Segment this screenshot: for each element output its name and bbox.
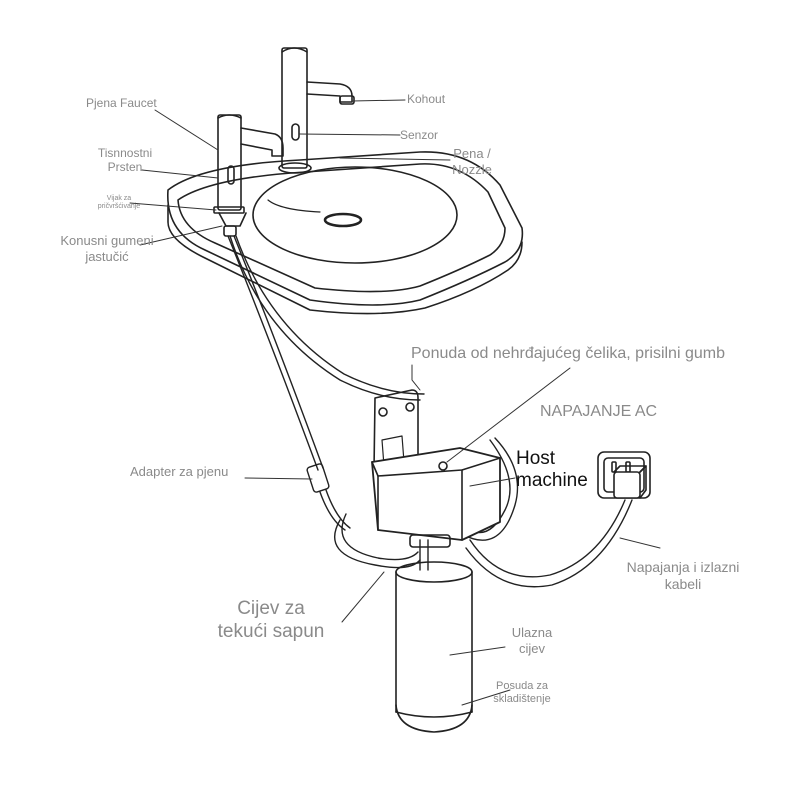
label-steel-button: Ponuda od nehrđajućeg čelika, prisilni g… bbox=[411, 344, 725, 363]
label-power-cables-line1: Napajanja i izlazni bbox=[610, 559, 756, 576]
label-power-cables: Napajanja i izlazni kabeli bbox=[610, 559, 756, 593]
label-sealing-ring-line2: Prsten bbox=[80, 160, 170, 174]
storage-container bbox=[396, 562, 472, 732]
label-soap-tube-line2: tekući sapun bbox=[205, 621, 337, 644]
label-nozzle-line1: Pena / bbox=[444, 146, 500, 162]
label-soap-tube-line1: Cijev za bbox=[205, 598, 337, 621]
label-screw-line1: Vijak za bbox=[80, 195, 158, 203]
label-storage-container: Posuda za skladištenje bbox=[486, 680, 558, 706]
sensor-faucet bbox=[279, 48, 354, 173]
label-foam-faucet: Pjena Faucet bbox=[86, 96, 157, 110]
label-rubber-pad-line1: Konusni gumeni bbox=[52, 233, 162, 249]
label-foam-adapter: Adapter za pjenu bbox=[130, 464, 228, 480]
label-storage-container-line2: skladištenje bbox=[486, 693, 558, 706]
label-inlet-tube-line2: cijev bbox=[500, 641, 564, 657]
label-nozzle: Pena / Nozzle bbox=[444, 146, 500, 177]
label-sensor: Senzor bbox=[400, 128, 438, 142]
label-nozzle-line2: Nozzle bbox=[444, 162, 500, 178]
label-inlet-tube: Ulazna cijev bbox=[500, 625, 564, 656]
label-spout: Kohout bbox=[407, 92, 445, 106]
label-sealing-ring: Tisnnostni Prsten bbox=[80, 146, 170, 175]
label-host-machine-line1: Host bbox=[516, 448, 588, 470]
label-power-ac: NAPAJANJE AC bbox=[540, 402, 657, 421]
label-host-machine: Host machine bbox=[516, 448, 588, 492]
label-rubber-pad: Konusni gumeni jastučić bbox=[52, 233, 162, 264]
label-screw: Vijak za pričvršćivanje bbox=[80, 195, 158, 212]
label-soap-tube: Cijev za tekući sapun bbox=[205, 598, 337, 644]
label-inlet-tube-line1: Ulazna bbox=[500, 625, 564, 641]
label-rubber-pad-line2: jastučić bbox=[52, 249, 162, 265]
host-machine bbox=[372, 390, 500, 547]
label-power-cables-line2: kabeli bbox=[610, 576, 756, 593]
label-sealing-ring-line1: Tisnnostni bbox=[80, 146, 170, 160]
label-host-machine-line2: machine bbox=[516, 470, 588, 492]
label-screw-line2: pričvršćivanje bbox=[80, 203, 158, 211]
ac-outlet bbox=[598, 452, 650, 498]
label-storage-container-line1: Posuda za bbox=[486, 680, 558, 693]
